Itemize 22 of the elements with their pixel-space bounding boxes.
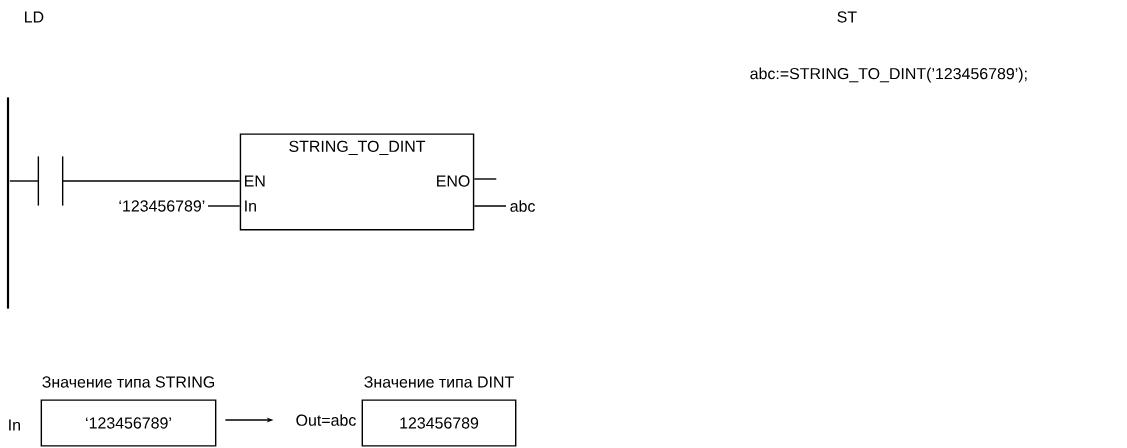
port-label: Out=abc bbox=[296, 414, 356, 426]
contact-symbol bbox=[37, 155, 64, 207]
type-heading: Значение типа STRING bbox=[42, 376, 215, 388]
value-box: 123456789 bbox=[361, 399, 517, 447]
section-heading: ST bbox=[837, 11, 857, 23]
block-title: STRING_TO_DINT bbox=[289, 140, 426, 155]
pin-label: ENO bbox=[437, 175, 470, 187]
wire bbox=[61, 180, 241, 182]
wire bbox=[473, 205, 507, 207]
pin-label: EN bbox=[245, 175, 265, 187]
code-line: abc:=STRING_TO_DINT(’123456789’); bbox=[750, 67, 1027, 83]
type-heading: Значение типа DINT bbox=[364, 376, 514, 388]
variable-label: ‘123456789’ bbox=[119, 200, 205, 212]
value-box: ‘123456789’ bbox=[40, 399, 217, 447]
pin-label: In bbox=[245, 200, 256, 212]
section-heading: LD bbox=[25, 11, 44, 23]
wire bbox=[473, 178, 497, 180]
wire bbox=[9, 180, 40, 182]
wire bbox=[207, 205, 241, 207]
variable-label: abc bbox=[510, 200, 535, 212]
power-rail bbox=[6, 97, 10, 309]
port-label: In bbox=[9, 419, 20, 431]
